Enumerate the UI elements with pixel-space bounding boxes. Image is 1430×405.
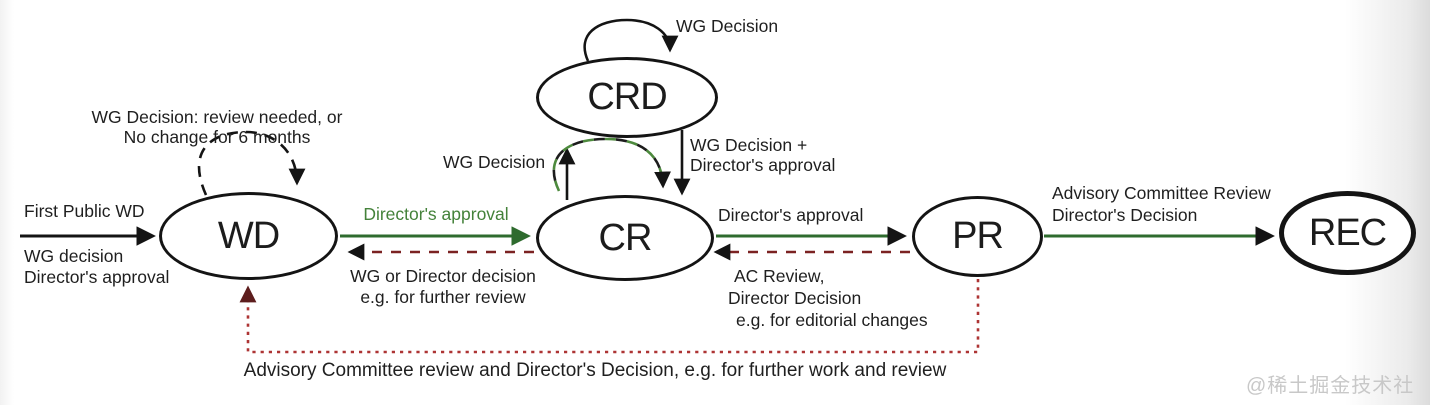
label-pr-to-cr: AC Review, Director Decision e.g. for ed… — [728, 266, 928, 330]
state-node-pr: PR — [912, 196, 1043, 277]
label-wg-decision: WG decision — [24, 246, 124, 266]
state-node-wd: WD — [159, 192, 338, 280]
label-directors-approval: Director's approval — [24, 267, 170, 287]
label-first-public-wd: First Public WD — [24, 201, 145, 221]
label-entry-conditions: WG decision Director's approval — [24, 246, 169, 288]
label-wd-to-cr: Director's approval — [363, 204, 509, 224]
state-node-cr: CR — [536, 195, 714, 281]
state-label-crd: CRD — [587, 76, 667, 118]
edge-cr-self-loop-green-dashes — [552, 137, 665, 192]
edge-cr-self-loop-black-dashes — [552, 137, 671, 192]
edge-crd-self-loop — [583, 18, 679, 62]
label-return-path-bottom: Advisory Committee review and Director's… — [243, 360, 947, 381]
watermark-text: @稀土掘金技术社区 — [1246, 375, 1415, 405]
state-label-wd: WD — [217, 214, 280, 257]
state-node-crd: CRD — [536, 57, 718, 138]
label-crd-to-cr: WG Decision + Director's approval — [690, 135, 836, 175]
state-node-rec: REC — [1279, 191, 1416, 275]
label-cr-to-pr: Director's approval — [718, 205, 864, 225]
state-label-pr: PR — [952, 215, 1004, 257]
label-wd-self-loop: WG Decision: review needed, or No change… — [91, 107, 343, 147]
label-crd-self-loop: WG Decision — [676, 16, 779, 36]
label-pr-to-rec: Advisory Committee Review Director's Dec… — [1052, 183, 1271, 225]
label-cr-to-wd: WG or Director decision e.g. for further… — [350, 266, 536, 307]
label-cr-to-crd: WG Decision — [443, 152, 546, 172]
state-label-rec: REC — [1308, 211, 1387, 254]
state-label-cr: CR — [598, 216, 653, 259]
